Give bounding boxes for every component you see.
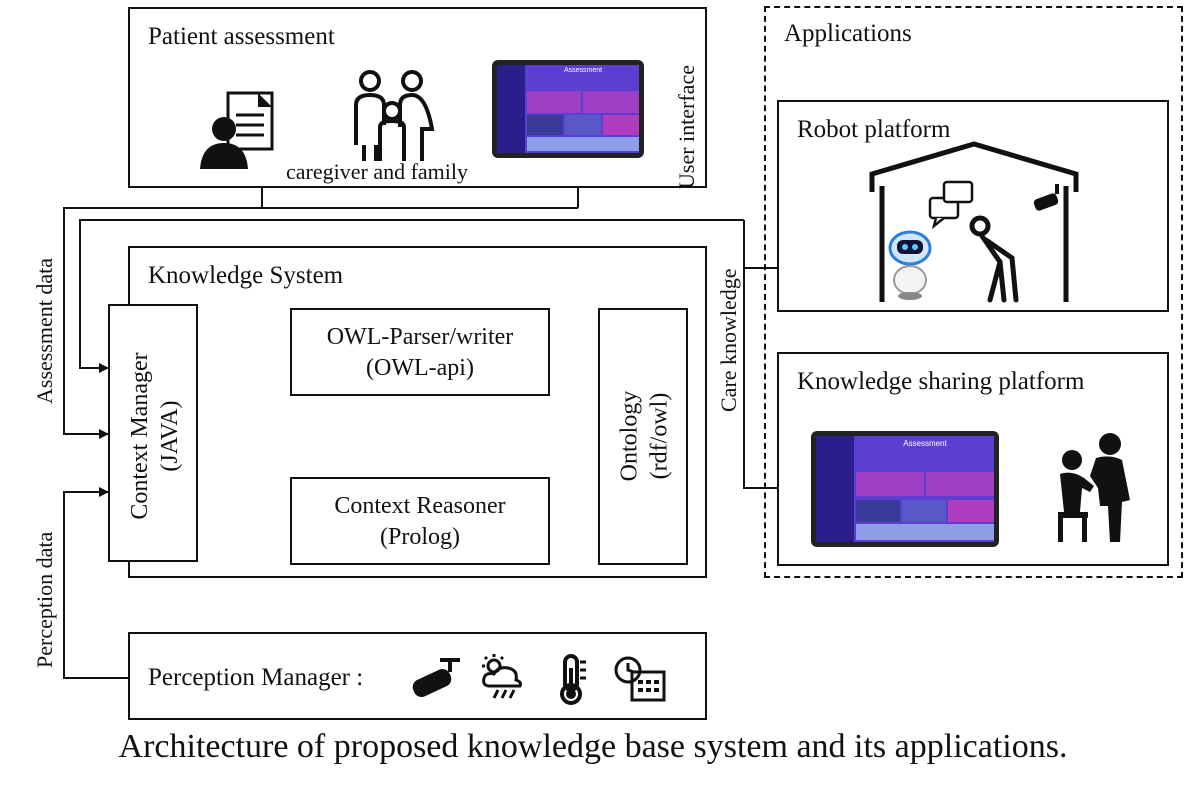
user-interface-label: User interface: [674, 65, 699, 189]
robot-platform-box: Robot platform: [777, 100, 1169, 312]
perception-manager-title: Perception Manager :: [148, 664, 364, 691]
context-manager-lang: (JAVA): [157, 400, 183, 472]
context-reasoner-label: Context Reasoner: [334, 493, 506, 519]
assessment-data-label: Assessment data: [32, 257, 57, 404]
camera-icon: [412, 658, 460, 697]
knowledge-system-title: Knowledge System: [148, 262, 344, 289]
assessment-line-outer: [63, 162, 263, 439]
ontology-label: Ontology: [616, 390, 643, 482]
context-manager-box: Context Manager (JAVA): [108, 304, 198, 562]
patient-assessment-box: Patient assessment caregiver and family …: [128, 7, 707, 189]
thermometer-icon: [560, 654, 586, 705]
tablet-header: Assessment: [563, 67, 603, 74]
context-reasoner-box: Context Reasoner (Prolog): [290, 477, 550, 565]
perception-manager-box: Perception Manager :: [128, 632, 707, 720]
perception-data-label: Perception data: [32, 531, 57, 668]
ontology-format: (rdf/owl): [646, 392, 673, 480]
owl-parser-lang: (OWL-api): [366, 355, 474, 382]
ontology-box: Ontology (rdf/owl): [598, 308, 688, 565]
context-reasoner-lang: (Prolog): [380, 524, 460, 551]
assessment-line-2: [79, 219, 744, 373]
user-interface-tablet: Assessment: [492, 60, 644, 158]
owl-parser-label: OWL-Parser/writer: [326, 324, 514, 350]
robot-platform-title: Robot platform: [797, 116, 951, 143]
family-label: caregiver and family: [286, 159, 469, 184]
applications-box: [764, 6, 1183, 578]
weather-icon: [482, 654, 522, 699]
context-manager-text: Context Manager (JAVA): [125, 307, 185, 565]
applications-title: Applications: [784, 20, 912, 47]
sharing-tablet: Assessment: [811, 431, 999, 547]
ontology-text: Ontology (rdf/owl): [615, 308, 675, 565]
owl-parser-box: OWL-Parser/writer (OWL-api): [290, 308, 550, 396]
patient-assessment-title: Patient assessment: [148, 23, 335, 50]
assessor-document-icon: [200, 91, 274, 169]
sharing-tablet-header: Assessment: [903, 439, 947, 448]
robot-home-illustration: [869, 141, 1079, 303]
perception-line: [63, 487, 128, 679]
caregiver-elder-icon: [1058, 433, 1130, 542]
figure-caption: Architecture of proposed knowledge base …: [118, 728, 1068, 765]
knowledge-sharing-title: Knowledge sharing platform: [797, 368, 1085, 395]
context-manager-label: Context Manager: [127, 352, 153, 520]
clock-calendar-icon: [614, 656, 666, 702]
family-icon: [354, 70, 435, 161]
care-knowledge-label: Care knowledge: [716, 268, 741, 412]
